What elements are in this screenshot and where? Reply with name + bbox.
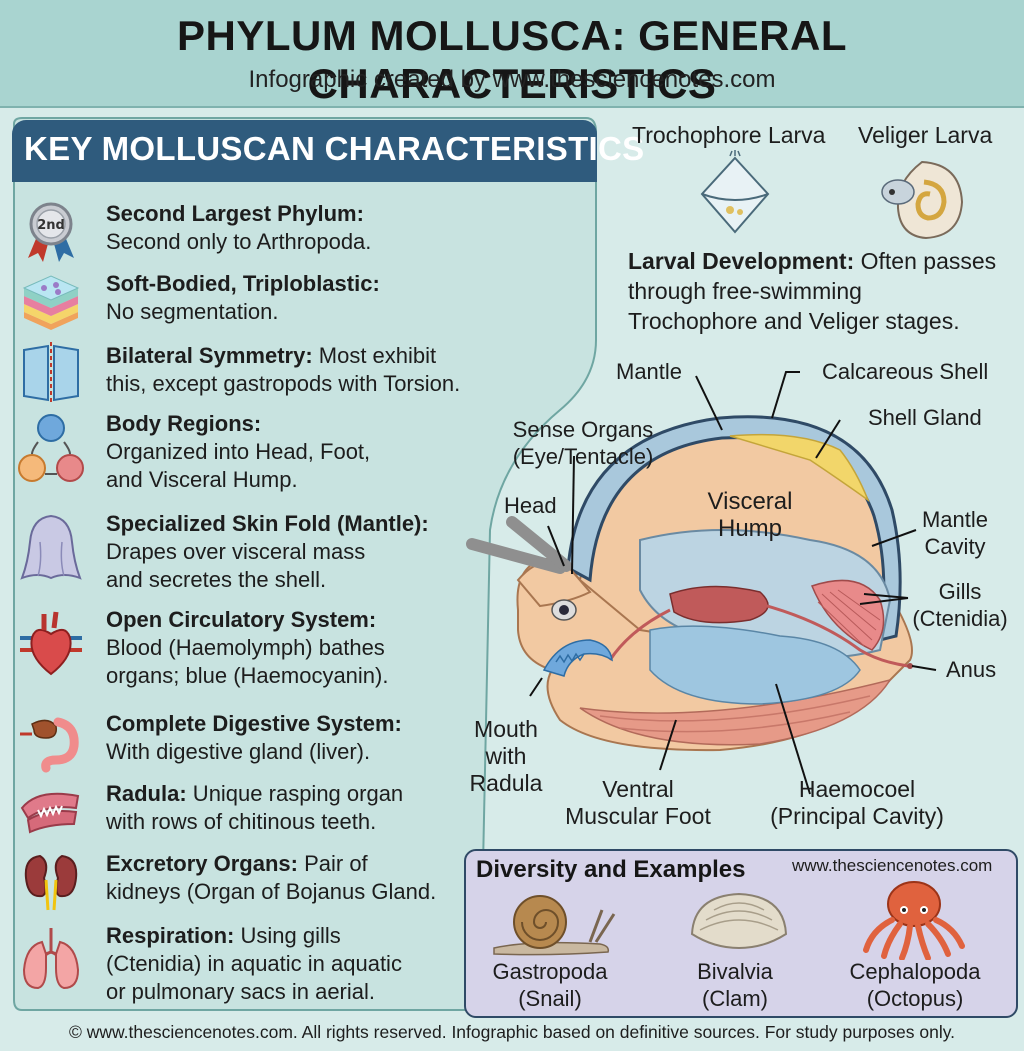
characteristic-item: Specialized Skin Fold (Mantle): Drapes o… — [18, 511, 468, 592]
example-bivalvia: Bivalvia (Clam) — [697, 959, 773, 1011]
item-description: With digestive gland (liver). — [106, 739, 371, 764]
item-description: with rows of chitinous teeth. — [106, 809, 377, 834]
panel-header — [12, 120, 597, 182]
digestive-tract-icon — [20, 717, 79, 773]
item-heading: Specialized Skin Fold (Mantle): — [106, 511, 429, 536]
haemocoel — [649, 625, 861, 705]
item-heading: Complete Digestive System: — [106, 711, 402, 736]
item-heading: Excretory Organs: — [106, 851, 298, 876]
diversity-website: www.thesciencenotes.com — [792, 856, 993, 875]
characteristic-item: Complete Digestive System: With digestiv… — [18, 708, 468, 778]
label-mantle: Mantle — [616, 359, 683, 384]
item-description: Drapes over visceral mass — [106, 539, 366, 564]
label-sense-organs: Sense Organs (Eye/Tentacle) — [512, 417, 654, 469]
item-description: Blood (Haemolymph) bathes — [106, 635, 385, 660]
item-description: this, except gastropods with Torsion. — [106, 371, 461, 396]
item-heading: Second Largest Phylum: — [106, 201, 364, 226]
item-description: Second only to Arthropoda. — [106, 229, 372, 254]
label-calcareous-shell: Calcareous Shell — [822, 359, 989, 384]
octopus-icon — [863, 881, 965, 960]
characteristic-item: Body Regions: Organized into Head, Foot,… — [18, 411, 468, 492]
veliger-label: Veliger Larva — [858, 122, 993, 148]
label-mantle-cavity: Mantle Cavity — [921, 507, 989, 559]
shell-gland — [729, 433, 870, 503]
characteristic-item: Open Circulatory System: Blood (Haemolym… — [18, 607, 468, 688]
larval-development-heading: Larval Development: — [628, 248, 855, 274]
characteristic-item: Respiration: Using gills (Ctenidia) in a… — [18, 923, 468, 1004]
trochophore-larva-icon — [700, 150, 770, 234]
label-shell-gland: Shell Gland — [868, 405, 982, 430]
ventral-muscular-foot — [579, 678, 892, 746]
item-heading: Radula: — [106, 781, 187, 806]
page-subtitle: Infographic created by www.thesciencenot… — [248, 66, 776, 93]
characteristic-item: Soft-Bodied, Triploblastic: No segmentat… — [18, 268, 468, 338]
example-gastropoda: Gastropoda (Snail) — [492, 959, 608, 1011]
characteristic-item: 2nd Second Largest Phylum: Second only t… — [18, 198, 468, 268]
characteristic-item: Radula: Unique rasping organ with rows o… — [18, 778, 468, 848]
tentacle-right — [506, 516, 572, 572]
mantle-fold-icon — [20, 514, 82, 580]
page-title: PHYLUM MOLLUSCA: GENERAL CHARACTERISTICS — [177, 12, 847, 107]
radula-teeth-icon — [20, 792, 80, 834]
label-haemocoel: Haemocoel (Principal Cavity) — [770, 776, 944, 829]
label-ventral-foot: Ventral Muscular Foot — [565, 776, 711, 829]
label-mouth-radula: Mouth with Radula — [469, 716, 543, 796]
kidneys-icon — [24, 854, 78, 911]
footer-copyright: © www.thesciencenotes.com. All rights re… — [68, 1022, 956, 1042]
label-visceral-hump: Visceral Hump — [707, 488, 793, 542]
trochophore-label: Trochophore Larva — [632, 122, 826, 148]
gills — [811, 579, 885, 651]
clam-icon — [690, 892, 788, 950]
veliger-larva-icon — [881, 160, 964, 240]
header-banner — [0, 0, 1024, 108]
item-description: Organized into Head, Foot, — [106, 439, 371, 464]
item-heading: Body Regions: — [106, 411, 262, 436]
item-description: kidneys (Organ of Bojanus Gland. — [106, 879, 437, 904]
digestive-gland — [669, 585, 769, 624]
item-heading: Respiration: — [106, 923, 235, 948]
larval-development-text: Larval Development: Often passes through… — [628, 248, 997, 334]
intestine — [608, 602, 909, 668]
characteristics-panel — [13, 117, 597, 1011]
body-regions-icon — [18, 414, 84, 482]
snail-icon — [493, 895, 616, 956]
tissue-layers-icon — [22, 275, 80, 330]
label-head: Head — [504, 493, 557, 518]
tentacle-left — [466, 538, 566, 574]
lungs-icon — [22, 928, 80, 990]
label-anus: Anus — [946, 657, 997, 682]
item-description: No segmentation. — [106, 299, 279, 324]
characteristic-item: Bilateral Symmetry: Most exhibit this, e… — [18, 340, 468, 410]
item-description: (Ctenidia) in aquatic in aquatic — [106, 951, 402, 976]
item-heading: Bilateral Symmetry: — [106, 343, 313, 368]
diversity-title: Diversity and Examples — [476, 856, 746, 883]
leader-lines — [529, 371, 937, 795]
panel-title: KEY MOLLUSCAN CHARACTERISTICS — [24, 130, 645, 167]
characteristic-item: Excretory Organs: Pair of kidneys (Organ… — [18, 848, 468, 918]
mollusc-anatomy-diagram — [466, 371, 937, 795]
heart-circulation-icon — [20, 611, 82, 676]
medal-badge-text: 2nd — [37, 218, 65, 233]
item-heading: Open Circulatory System: — [106, 607, 377, 632]
item-heading: Soft-Bodied, Triploblastic: — [106, 271, 380, 296]
second-place-medal-icon: 2nd — [28, 202, 74, 262]
bilateral-symmetry-icon — [23, 342, 79, 404]
label-gills: Gills (Ctenidia) — [912, 579, 1008, 631]
example-cephalopoda: Cephalopoda (Octopus) — [849, 959, 981, 1011]
